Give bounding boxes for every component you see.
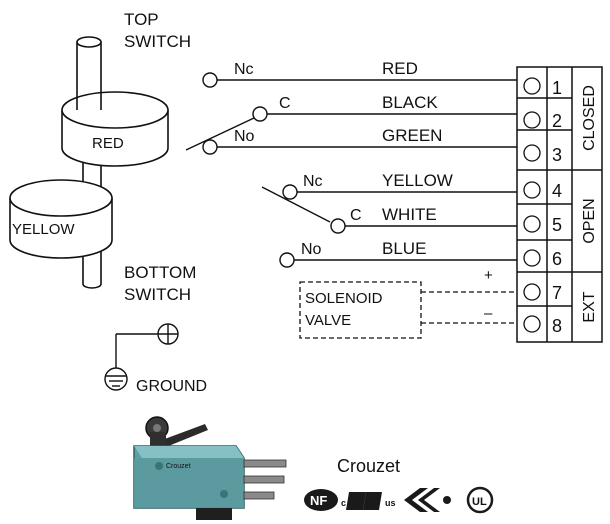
bottom-switch-contacts (261, 184, 517, 268)
terminal-number-3: 3 (552, 145, 562, 165)
tag-no-top: No (234, 128, 255, 145)
contact-nc-top (202, 72, 218, 88)
group-label-ext: EXT (581, 291, 598, 322)
contact-no-top (202, 139, 218, 155)
wire-label-white: WHITE (382, 205, 437, 224)
terminal-number-1: 1 (552, 78, 562, 98)
nf-mark-icon: NF (304, 489, 338, 511)
terminal-number-5: 5 (552, 215, 562, 235)
solenoid-valve (299, 281, 517, 339)
semko-mark-icon (404, 488, 451, 512)
ul-recognized-icon: c us (341, 492, 396, 510)
terminal-screw-5 (523, 215, 541, 233)
terminal-number-2: 2 (552, 111, 562, 131)
group-label-closed: CLOSED (581, 85, 598, 151)
contact-c-bottom (330, 218, 346, 234)
wire-label-blue: BLUE (382, 239, 426, 258)
solenoid-label-line1: SOLENOID (305, 290, 383, 307)
product-logo-text: Crouzet (166, 463, 191, 470)
group-label-open: OPEN (581, 198, 598, 243)
ground-icon (104, 367, 128, 391)
wire-label-yellow: YELLOW (382, 171, 453, 190)
terminal-screw-7 (523, 283, 541, 301)
contact-no-bottom (279, 252, 295, 268)
terminal-number-6: 6 (552, 249, 562, 269)
cam-red-label: RED (92, 135, 124, 152)
ground-wiring (115, 333, 158, 368)
contact-c-top (252, 106, 268, 122)
terminal-screw-3 (523, 144, 541, 162)
terminal-screw-4 (523, 181, 541, 199)
certification-marks: NF c us UL (304, 486, 494, 514)
cert-c: c (341, 498, 346, 508)
terminal-screws (523, 77, 541, 333)
ul-listed-icon: UL (466, 486, 494, 514)
terminal-screw-2 (523, 111, 541, 129)
wire-label-red: RED (382, 59, 418, 78)
top-switch-contacts (185, 72, 517, 155)
wire-label-black: BLACK (382, 93, 438, 112)
tag-c-top: C (279, 95, 291, 112)
tag-nc-bottom: Nc (303, 173, 323, 190)
bottom-switch-label-line2: SWITCH (124, 285, 191, 304)
solenoid-minus-sign: – (484, 305, 493, 322)
contact-nc-bottom (282, 184, 298, 200)
switch-assembly (9, 36, 169, 289)
top-switch-label-line2: SWITCH (124, 32, 191, 51)
terminal-number-7: 7 (552, 283, 562, 303)
terminal-screw-1 (523, 77, 541, 95)
tag-c-bottom: C (350, 207, 362, 224)
ground-label: GROUND (136, 378, 207, 395)
cam-yellow-label: YELLOW (12, 221, 75, 238)
cert-us: us (385, 498, 396, 508)
brand-name: Crouzet (337, 456, 400, 476)
terminal-screw-6 (523, 249, 541, 267)
solenoid-plus-sign: + (484, 267, 493, 284)
bottom-switch-label-line1: BOTTOM (124, 263, 196, 282)
tag-nc-top: Nc (234, 61, 254, 78)
cert-nf: NF (310, 493, 327, 508)
tag-no-bottom: No (301, 241, 322, 258)
terminal-screw-8 (523, 315, 541, 333)
cert-ul: UL (472, 496, 487, 508)
solenoid-label-line2: VALVE (305, 312, 351, 329)
microswitch-photo: Crouzet (133, 416, 287, 520)
screw-terminal-icon (157, 323, 179, 345)
yellow-cam (9, 179, 113, 259)
top-switch-label-line1: TOP (124, 10, 159, 29)
terminal-number-4: 4 (552, 181, 562, 201)
red-cam (61, 91, 169, 167)
terminal-number-8: 8 (552, 316, 562, 336)
wire-label-green: GREEN (382, 126, 442, 145)
